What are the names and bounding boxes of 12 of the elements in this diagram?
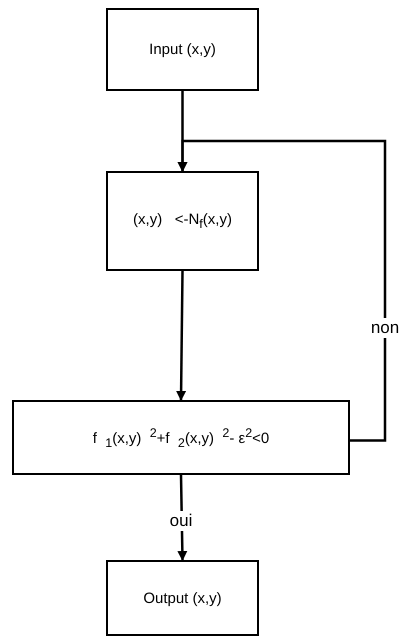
edge-label: oui	[168, 510, 194, 530]
edge-label: non	[370, 318, 400, 338]
process-box	[12, 400, 350, 475]
process-box	[106, 171, 259, 271]
box-text: Output (x,y)	[143, 590, 222, 606]
box-text: f $_{1}$(x,y) $^{2}$+f $_{2}$(x,y) $^{2}$- ε$^{2}$<0	[92, 426, 270, 450]
process-box	[106, 560, 259, 636]
box-text: (x,y) <-N$_{f}$(x,y)	[133, 211, 232, 231]
box-text: Input (x,y)	[149, 41, 216, 58]
arrow	[176, 270, 186, 401]
process-box	[106, 8, 259, 91]
arrow	[178, 140, 386, 442]
